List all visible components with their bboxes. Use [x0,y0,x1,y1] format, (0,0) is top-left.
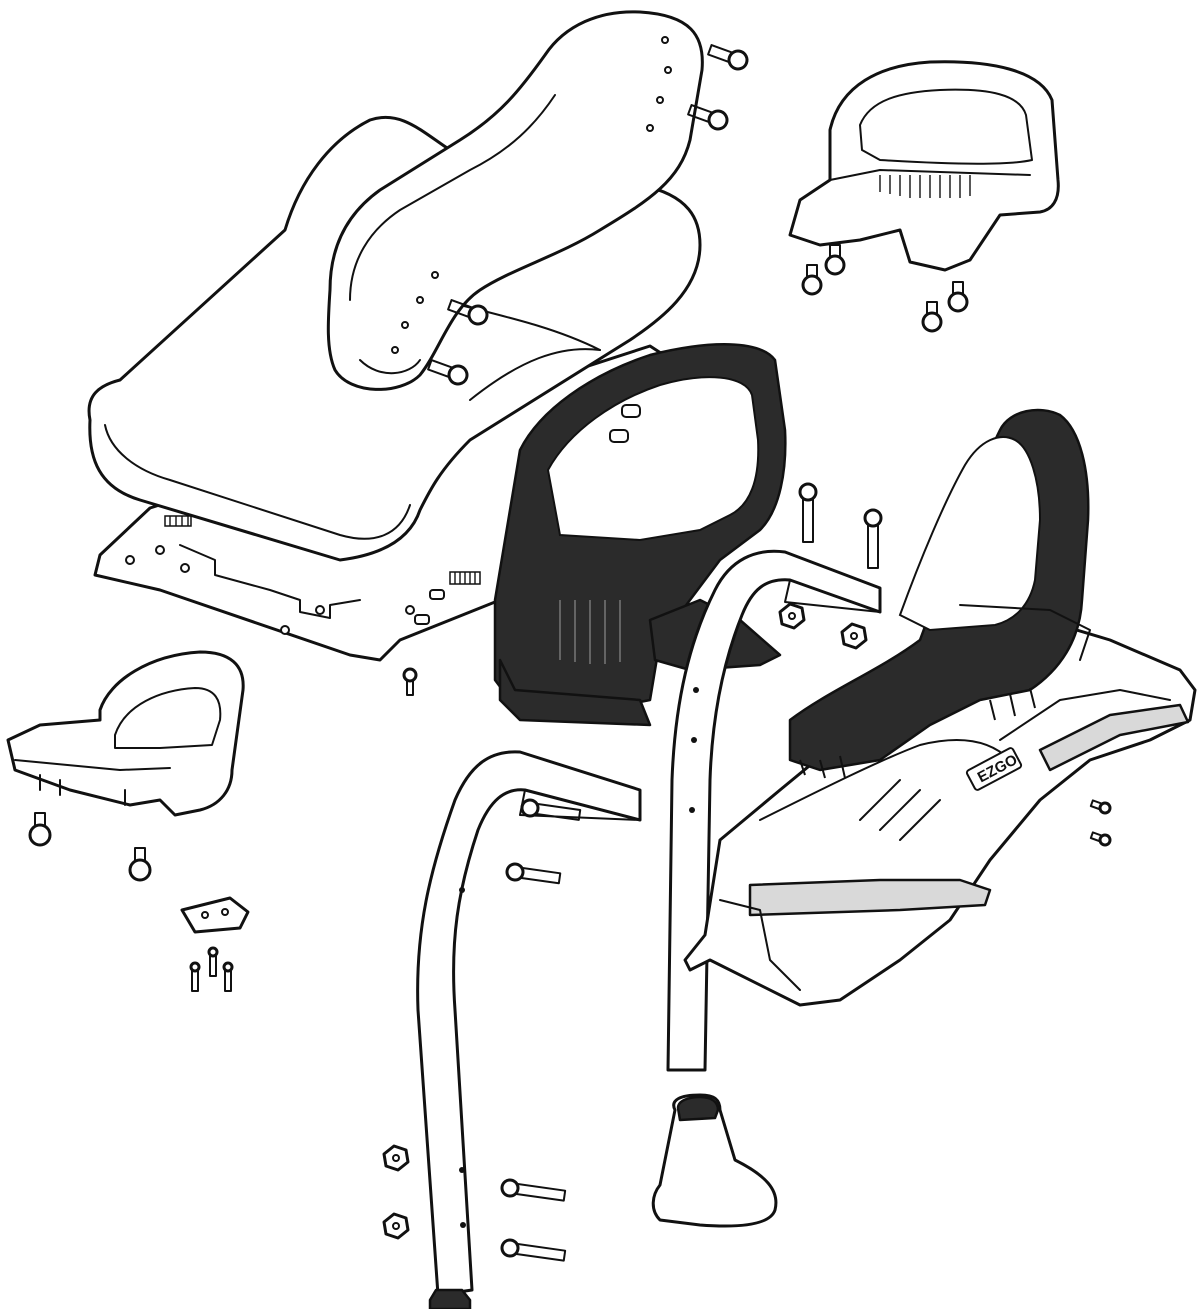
nut [840,622,868,650]
screw-group-top [427,44,749,386]
frame-band [748,703,1190,917]
screw [447,299,489,326]
screw [28,812,52,847]
foot-cap [651,1093,778,1228]
grab-bar-right [666,549,882,1072]
dark-ribs [799,687,1036,779]
screw [427,359,469,386]
grab-bar-left [416,750,642,1297]
nut [778,602,806,630]
screw [707,44,749,71]
seat-back-cushion [326,10,704,391]
screw [921,301,943,333]
screw-group-left [28,812,152,882]
screw [947,281,969,313]
screw [801,264,823,296]
hatch-grille [879,175,971,198]
small-bracket [180,896,250,934]
bolt [500,1238,567,1262]
bolt [500,1178,567,1202]
foot-cap-bottom [428,1288,472,1309]
plate-vent-grille [164,515,481,585]
screw [824,244,846,276]
nut-group [382,602,868,1240]
bolt [863,508,883,569]
hip-restraint-right-light [788,60,1060,272]
seat-frame-assembly: EZGO [683,608,1197,1007]
bolt [505,862,562,885]
screw-group-right [1089,799,1112,847]
nut [382,1144,410,1172]
bolt [798,482,818,543]
bolt [520,798,582,821]
nut [382,1212,410,1240]
screw [687,104,729,131]
hip-restraint-left-light [6,650,245,817]
dark-grille [559,600,621,664]
screw-group-top-right [801,244,969,333]
hip-restraint-dark-right [788,408,1091,779]
screw [128,847,152,882]
screw-group-small [189,946,234,992]
